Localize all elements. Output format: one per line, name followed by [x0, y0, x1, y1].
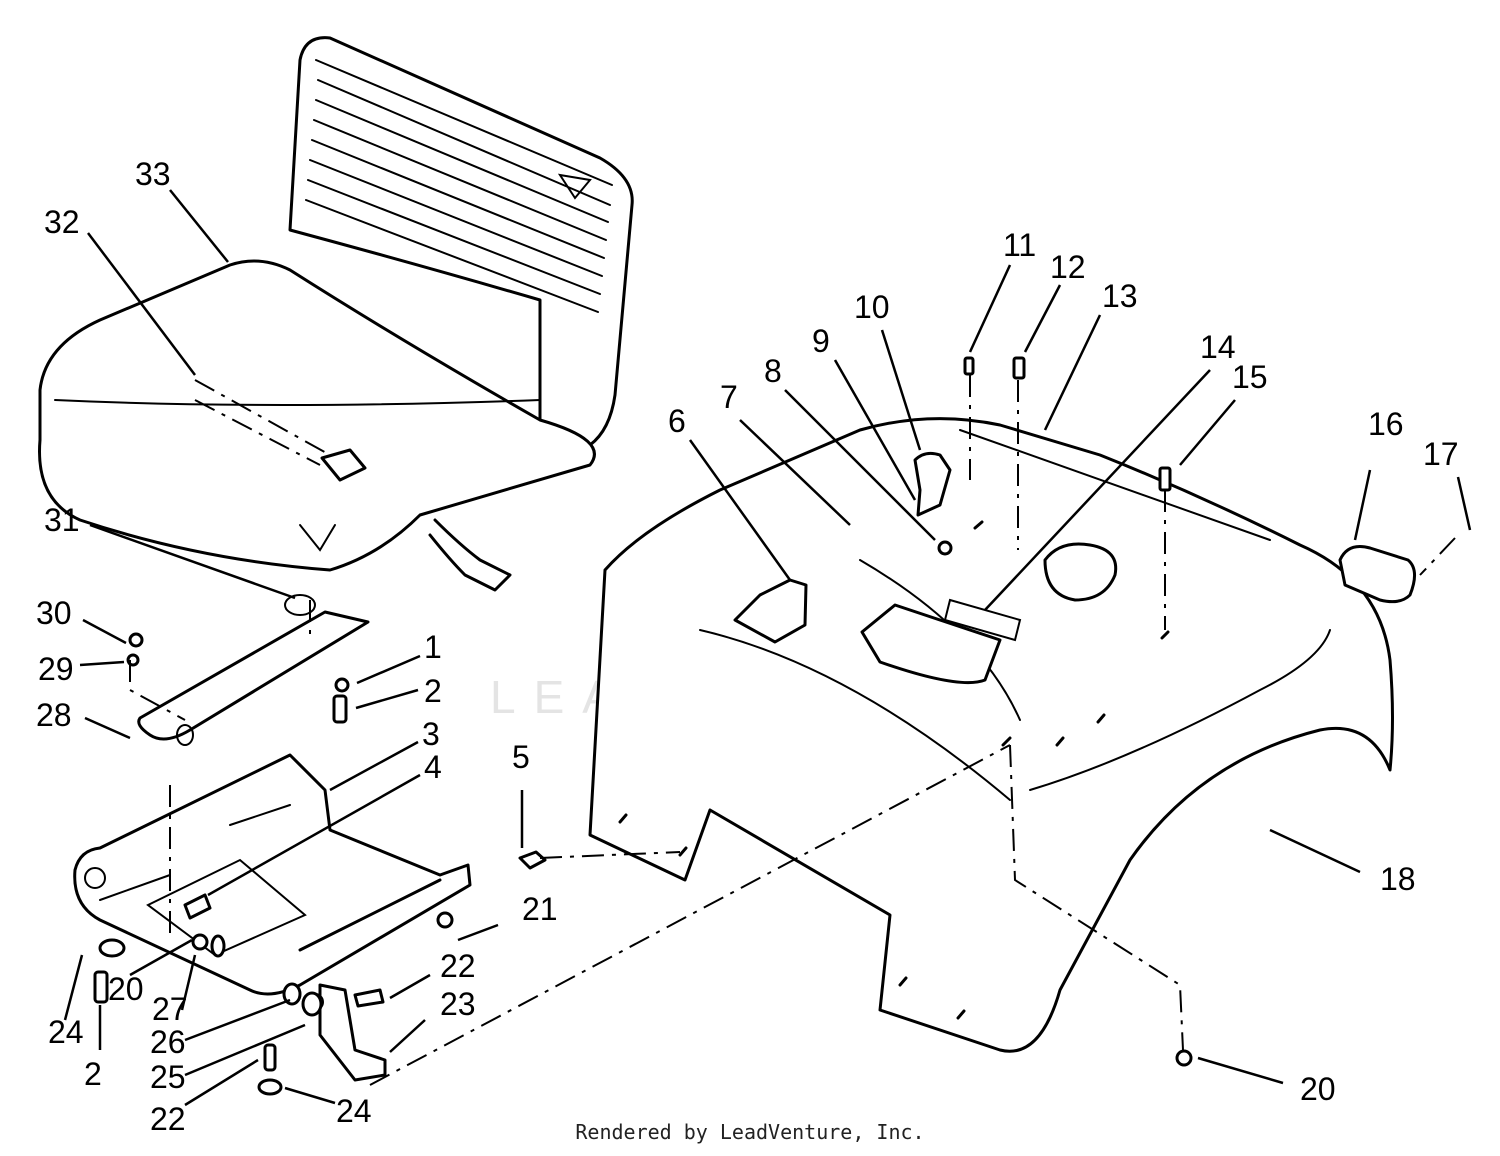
- seat-slide-rail: [137, 594, 370, 746]
- rear-fender: [518, 356, 1416, 1067]
- callout-2: 2: [84, 1056, 102, 1092]
- callout-13: 13: [1102, 278, 1138, 314]
- callout-5: 5: [512, 739, 530, 775]
- callout-28: 28: [36, 697, 72, 733]
- callout-24: 24: [48, 1014, 84, 1050]
- callout-24: 24: [336, 1093, 372, 1129]
- callout-31: 31: [44, 502, 80, 538]
- seat: [38, 36, 634, 592]
- callout-17: 17: [1423, 436, 1459, 472]
- callout-9: 9: [812, 323, 830, 359]
- callout-22: 22: [440, 948, 476, 984]
- callout-1: 1: [424, 629, 442, 665]
- fasteners-left: [93, 632, 454, 1096]
- callout-3: 3: [422, 716, 440, 752]
- seat-mounting-plate: [73, 753, 472, 996]
- callout-12: 12: [1050, 249, 1086, 285]
- leader-lines: [63, 189, 1472, 1107]
- callout-11: 11: [1003, 227, 1036, 263]
- callout-7: 7: [720, 379, 738, 415]
- callout-4: 4: [424, 749, 442, 785]
- callout-25: 25: [150, 1059, 186, 1095]
- callout-29: 29: [38, 651, 74, 687]
- callout-6: 6: [668, 403, 686, 439]
- callout-8: 8: [764, 353, 782, 389]
- callout-27: 27: [152, 991, 188, 1027]
- callout-labels: 1 2 2 3 4 5 6 7 8 9 10 11 12 13 14 15 16…: [36, 156, 1459, 1137]
- callout-20: 20: [1300, 1071, 1336, 1107]
- callout-15: 15: [1232, 359, 1268, 395]
- callout-23: 23: [440, 986, 476, 1022]
- callout-30: 30: [36, 595, 72, 631]
- callout-18: 18: [1380, 861, 1416, 897]
- callout-21: 21: [522, 891, 558, 927]
- callout-33: 33: [135, 156, 171, 192]
- callout-2: 2: [424, 673, 442, 709]
- callout-22: 22: [150, 1101, 186, 1137]
- footer-credit: Rendered by LeadVenture, Inc.: [575, 1120, 925, 1144]
- callout-20: 20: [108, 971, 144, 1007]
- callout-10: 10: [854, 289, 890, 325]
- callout-32: 32: [44, 204, 80, 240]
- callout-14: 14: [1200, 329, 1236, 365]
- callout-26: 26: [150, 1024, 186, 1060]
- callout-16: 16: [1368, 406, 1404, 442]
- assembly-lines: [129, 375, 1456, 1086]
